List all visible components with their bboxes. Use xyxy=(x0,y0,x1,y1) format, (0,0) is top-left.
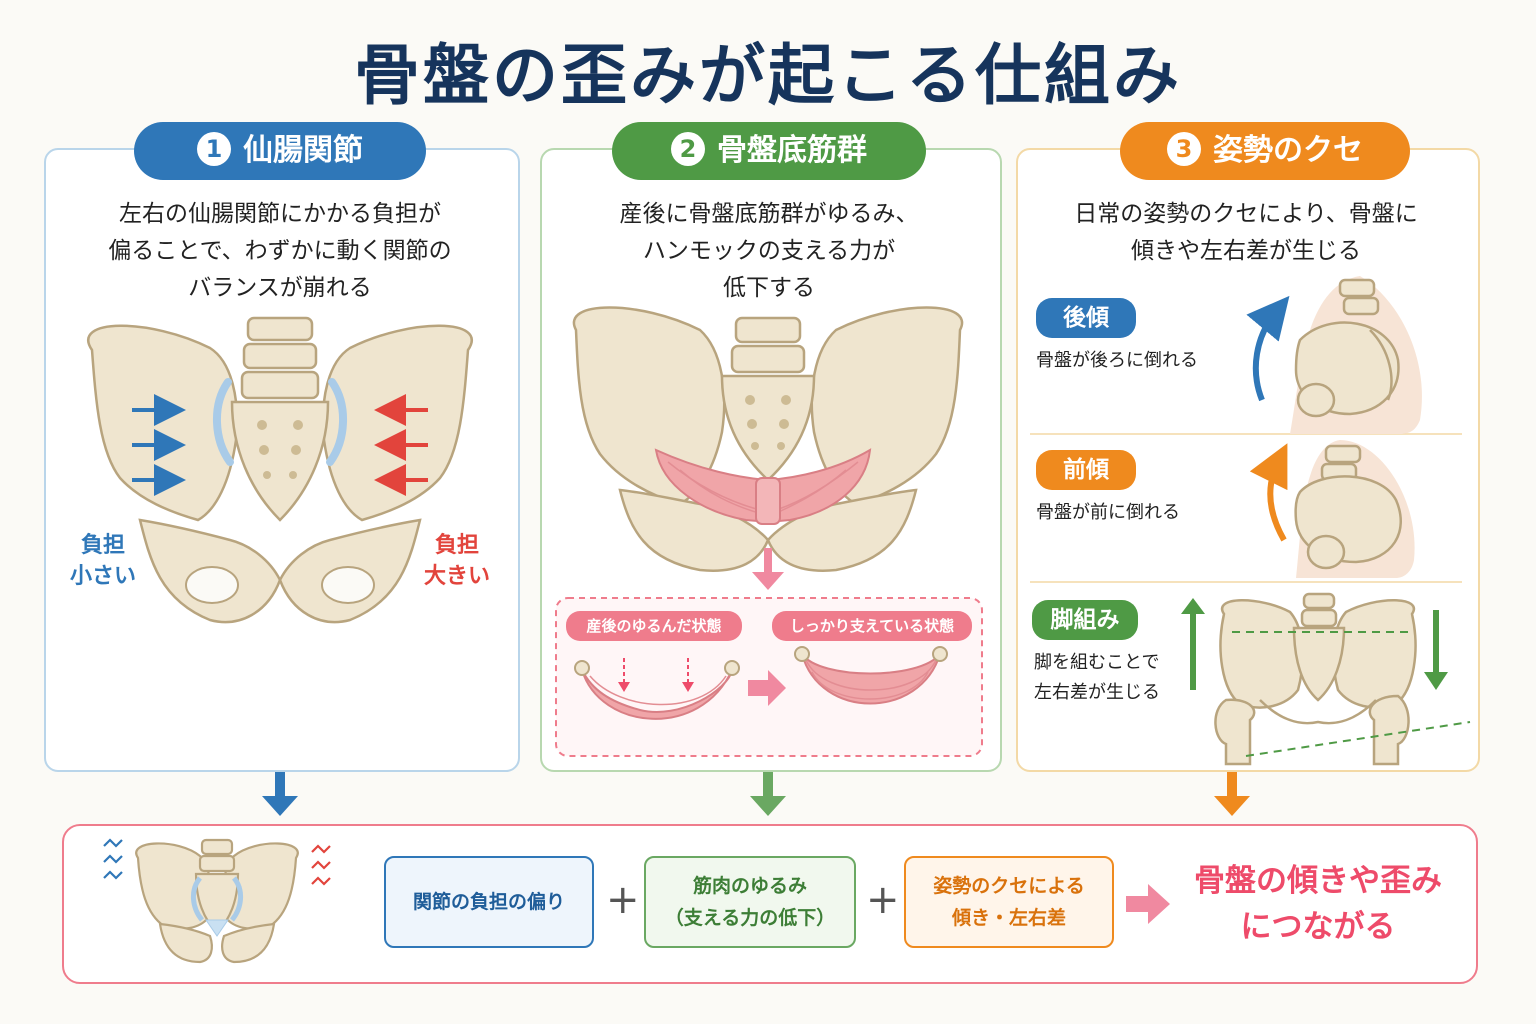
summary-result-line: につながる xyxy=(1240,909,1396,945)
panel3-description: 日常の姿勢のクセにより、骨盤に 傾きや左右差が生じる xyxy=(1026,196,1466,270)
anterior-tilt-text: 骨盤が前に倒れる xyxy=(1036,498,1256,528)
page-title: 骨盤の歪みが起こる仕組み xyxy=(354,37,1182,114)
state-firm-label: しっかり支えている状態 xyxy=(772,611,972,641)
panel2-description-line: 低下する xyxy=(723,275,815,301)
panel1-heading-pill: 1 仙腸関節 xyxy=(134,122,426,180)
factor-joint-load-box: 関節の負担の偏り xyxy=(384,856,594,948)
panel2-description: 産後に骨盤底筋群がゆるみ、 ハンモックの支える力が 低下する xyxy=(550,196,988,307)
summary-result: 骨盤の傾きや歪み につながる xyxy=(1172,858,1464,950)
factor-muscle-laxity-line: （支える力の低下） xyxy=(664,907,836,929)
summary-result-line: 骨盤の傾きや歪み xyxy=(1194,863,1442,899)
anterior-tilt-label: 前傾 xyxy=(1036,450,1136,490)
load-small-label: 負担 小さい xyxy=(58,530,148,592)
plus-sign: + xyxy=(606,877,640,923)
load-small-line: 小さい xyxy=(69,564,136,589)
panel1-description-line: 左右の仙腸関節にかかる負担が xyxy=(119,201,441,227)
plus-sign: + xyxy=(866,877,900,923)
panel3-heading-pill: 3 姿勢のクセ xyxy=(1120,122,1410,180)
factor-joint-load-text: 関節の負担の偏り xyxy=(412,891,565,913)
panel2-description-line: ハンモックの支える力が xyxy=(642,238,896,264)
panel2-description-line: 産後に骨盤底筋群がゆるみ、 xyxy=(619,201,919,227)
factor-posture-line: 姿勢のクセによる xyxy=(933,875,1085,897)
load-small-line: 負担 xyxy=(80,533,125,558)
factor-posture-line: 傾き・左右差 xyxy=(951,907,1066,929)
panel3-description-line: 日常の姿勢のクセにより、骨盤に xyxy=(1074,201,1418,227)
panel3-number: 3 xyxy=(1167,131,1201,166)
load-large-line: 大きい xyxy=(423,564,490,589)
anterior-tilt-line: 骨盤が前に倒れる xyxy=(1036,502,1180,523)
posterior-tilt-line: 骨盤が後ろに倒れる xyxy=(1036,350,1198,371)
leg-crossing-line: 脚を組むことで xyxy=(1034,652,1160,673)
panel1-description-line: バランスが崩れる xyxy=(188,275,372,301)
panel2-number: 2 xyxy=(671,131,705,166)
panel1-heading: 仙腸関節 xyxy=(243,133,363,168)
leg-crossing-line: 左右差が生じる xyxy=(1034,682,1160,703)
load-large-line: 負担 xyxy=(434,533,479,558)
factor-muscle-laxity-line: 筋肉のゆるみ xyxy=(692,875,807,897)
panel1-description-line: 偏ることで、わずかに動く関節の xyxy=(108,238,452,264)
panel2-heading: 骨盤底筋群 xyxy=(717,133,867,168)
factor-muscle-laxity-box: 筋肉のゆるみ （支える力の低下） xyxy=(644,856,856,948)
panel1-description: 左右の仙腸関節にかかる負担が 偏ることで、わずかに動く関節の バランスが崩れる xyxy=(54,196,506,307)
panel1-number: 1 xyxy=(197,131,231,166)
panel3-description-line: 傾きや左右差が生じる xyxy=(1131,238,1361,264)
state-loose-label: 産後のゆるんだ状態 xyxy=(566,611,742,641)
posterior-tilt-text: 骨盤が後ろに倒れる xyxy=(1036,346,1256,376)
load-large-label: 負担 大きい xyxy=(412,530,502,592)
panel3-heading: 姿勢のクセ xyxy=(1213,133,1363,168)
posterior-tilt-label: 後傾 xyxy=(1036,298,1136,338)
leg-crossing-label: 脚組み xyxy=(1032,600,1138,640)
leg-crossing-text: 脚を組むことで 左右差が生じる xyxy=(1034,648,1194,708)
factor-posture-box: 姿勢のクセによる 傾き・左右差 xyxy=(904,856,1114,948)
panel2-heading-pill: 2 骨盤底筋群 xyxy=(612,122,926,180)
